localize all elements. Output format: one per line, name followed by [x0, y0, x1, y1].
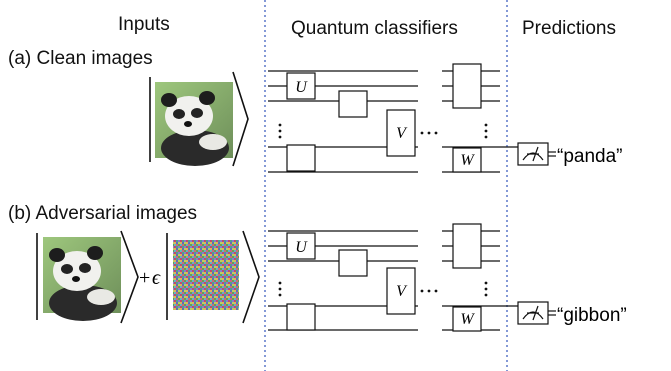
prediction-a: “panda”: [557, 146, 623, 167]
gate-u-a: [286, 72, 316, 100]
adversarial-images-label: (b) Adversarial images: [8, 203, 198, 224]
predictions-header: Predictions: [522, 18, 616, 39]
gate-b-2: [338, 249, 368, 277]
gate-u-b-label: U: [295, 239, 308, 256]
gate-w-b-label: W: [460, 311, 475, 328]
panda-image-adv: [43, 237, 121, 321]
epsilon-symbol: ϵ: [152, 267, 161, 289]
measurement-icon-b: [517, 301, 549, 325]
gate-v-b-label: V: [396, 283, 408, 300]
gate-w-a-label: W: [460, 152, 475, 169]
clean-input-ket: [149, 71, 249, 167]
clean-images-label: (a) Clean images: [8, 48, 153, 69]
gate-a-5: [452, 63, 482, 109]
inputs-header: Inputs: [118, 14, 170, 35]
gate-v-b: [386, 267, 416, 315]
noise-image: [173, 240, 239, 310]
gate-a-4: [286, 144, 316, 172]
adversarial-input-kets: + ϵ: [36, 230, 260, 324]
plus-operator: +: [139, 267, 150, 289]
circuit-a-dots: [278, 123, 488, 139]
measurement-icon-a: [517, 142, 549, 166]
gate-v-a-label: V: [396, 125, 408, 142]
circuit-b-gates: [286, 223, 482, 332]
circuit-a-gates: [286, 63, 482, 173]
gate-a-2: [338, 90, 368, 118]
gate-b-5: [452, 223, 482, 269]
gate-w-b: [452, 306, 482, 332]
gate-u-b: [286, 232, 316, 260]
classifiers-header: Quantum classifiers: [291, 18, 458, 39]
gate-b-4: [286, 303, 316, 331]
prediction-b: “gibbon”: [557, 305, 627, 326]
gate-u-a-label: U: [295, 79, 308, 96]
circuit-b-dots: [278, 281, 488, 297]
gate-v-a: [386, 109, 416, 157]
panda-image: [155, 82, 233, 166]
gate-w-a: [452, 147, 482, 173]
